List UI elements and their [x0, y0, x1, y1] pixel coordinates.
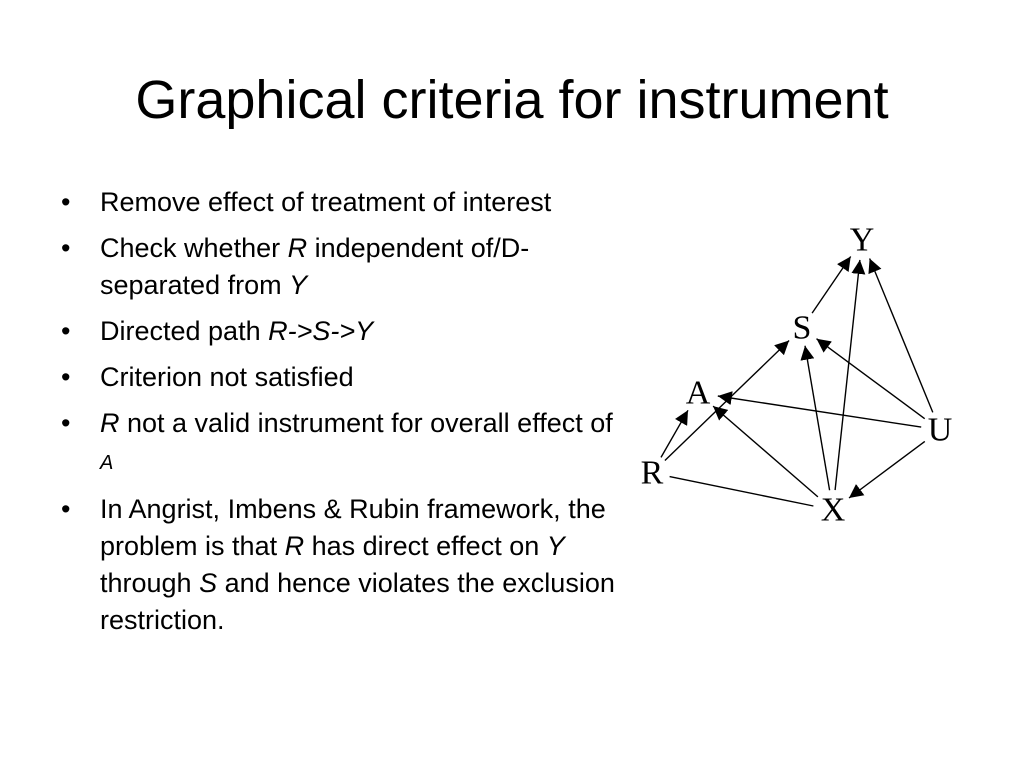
node-layer: Y S A U R X: [641, 222, 953, 529]
bullet-text-segment: R: [287, 233, 308, 263]
edge-x-a: [712, 405, 819, 498]
bullet-item: • In Angrist, Imbens & Rubin framework, t…: [58, 491, 618, 639]
bullet-text-segment: Remove effect of treatment of interest: [100, 187, 552, 217]
edge-s-y: [811, 256, 852, 314]
bullet-text-segment: through: [100, 568, 200, 598]
causal-diagram: Y S A U R X: [641, 222, 953, 529]
node-x: X: [821, 492, 846, 529]
node-y: Y: [850, 222, 875, 259]
bullet-marker: •: [61, 187, 71, 217]
edge-u-s: [816, 338, 926, 420]
bullet-text-segment: not a valid instrument for overall effec…: [119, 408, 613, 438]
bullet-marker: •: [61, 408, 71, 438]
bullet-text-segment: Y: [546, 531, 565, 561]
bullet-text-segment: Y: [289, 270, 308, 300]
slide-title: Graphical criteria for instrument: [135, 70, 889, 130]
node-r: R: [641, 455, 664, 492]
node-s: S: [793, 310, 812, 347]
bullet-item: • Check whether R independent of/D-separa…: [58, 230, 618, 304]
edge-r-a: [660, 409, 689, 458]
bullet-text-segment: and hence violates the exclusion restric…: [100, 568, 615, 635]
bullet-text-segment: R->S->Y: [268, 316, 374, 346]
node-u: U: [928, 412, 953, 449]
edge-x-y: [834, 259, 866, 491]
bullet-marker: •: [61, 233, 71, 263]
edge-r-s: [664, 339, 790, 462]
bullet-marker: •: [61, 494, 71, 524]
bullet-list: •Remove effect of treatment of interest•…: [58, 184, 618, 648]
bullet-item: • Directed path R->S->Y: [58, 313, 618, 350]
edge-u-x: [848, 440, 926, 499]
bullet-text-segment: R: [100, 408, 120, 438]
bullet-text-segment: independent of/D-separated from: [100, 233, 530, 300]
edge-layer: [660, 256, 934, 507]
bullet-item: • R not a valid instrument for overall ef…: [58, 405, 618, 482]
edge-r-x: [669, 475, 814, 507]
edge-u-a: [717, 391, 922, 428]
bullet-text-segment: In Angrist, Imbens & Rubin framework, th…: [100, 494, 606, 561]
bullet-item: • Criterion not satisfied: [58, 359, 618, 396]
bullet-text-segment: has direct effect on: [304, 531, 547, 561]
node-a: A: [686, 375, 711, 412]
edge-u-y: [868, 258, 934, 413]
bullet-text-segment: Check whether: [100, 233, 288, 263]
bullet-text-segment: S: [199, 568, 218, 598]
bullet-text-segment: A: [100, 452, 114, 474]
bullet-text-segment: R: [284, 531, 305, 561]
bullet-item: • Remove effect of treatment of interest: [58, 184, 618, 221]
bullet-marker: •: [61, 362, 71, 392]
bullet-marker: •: [61, 316, 71, 346]
edge-x-s: [800, 345, 831, 491]
bullet-text-segment: Criterion not satisfied: [100, 362, 354, 392]
bullet-text-segment: Directed path: [100, 316, 269, 346]
